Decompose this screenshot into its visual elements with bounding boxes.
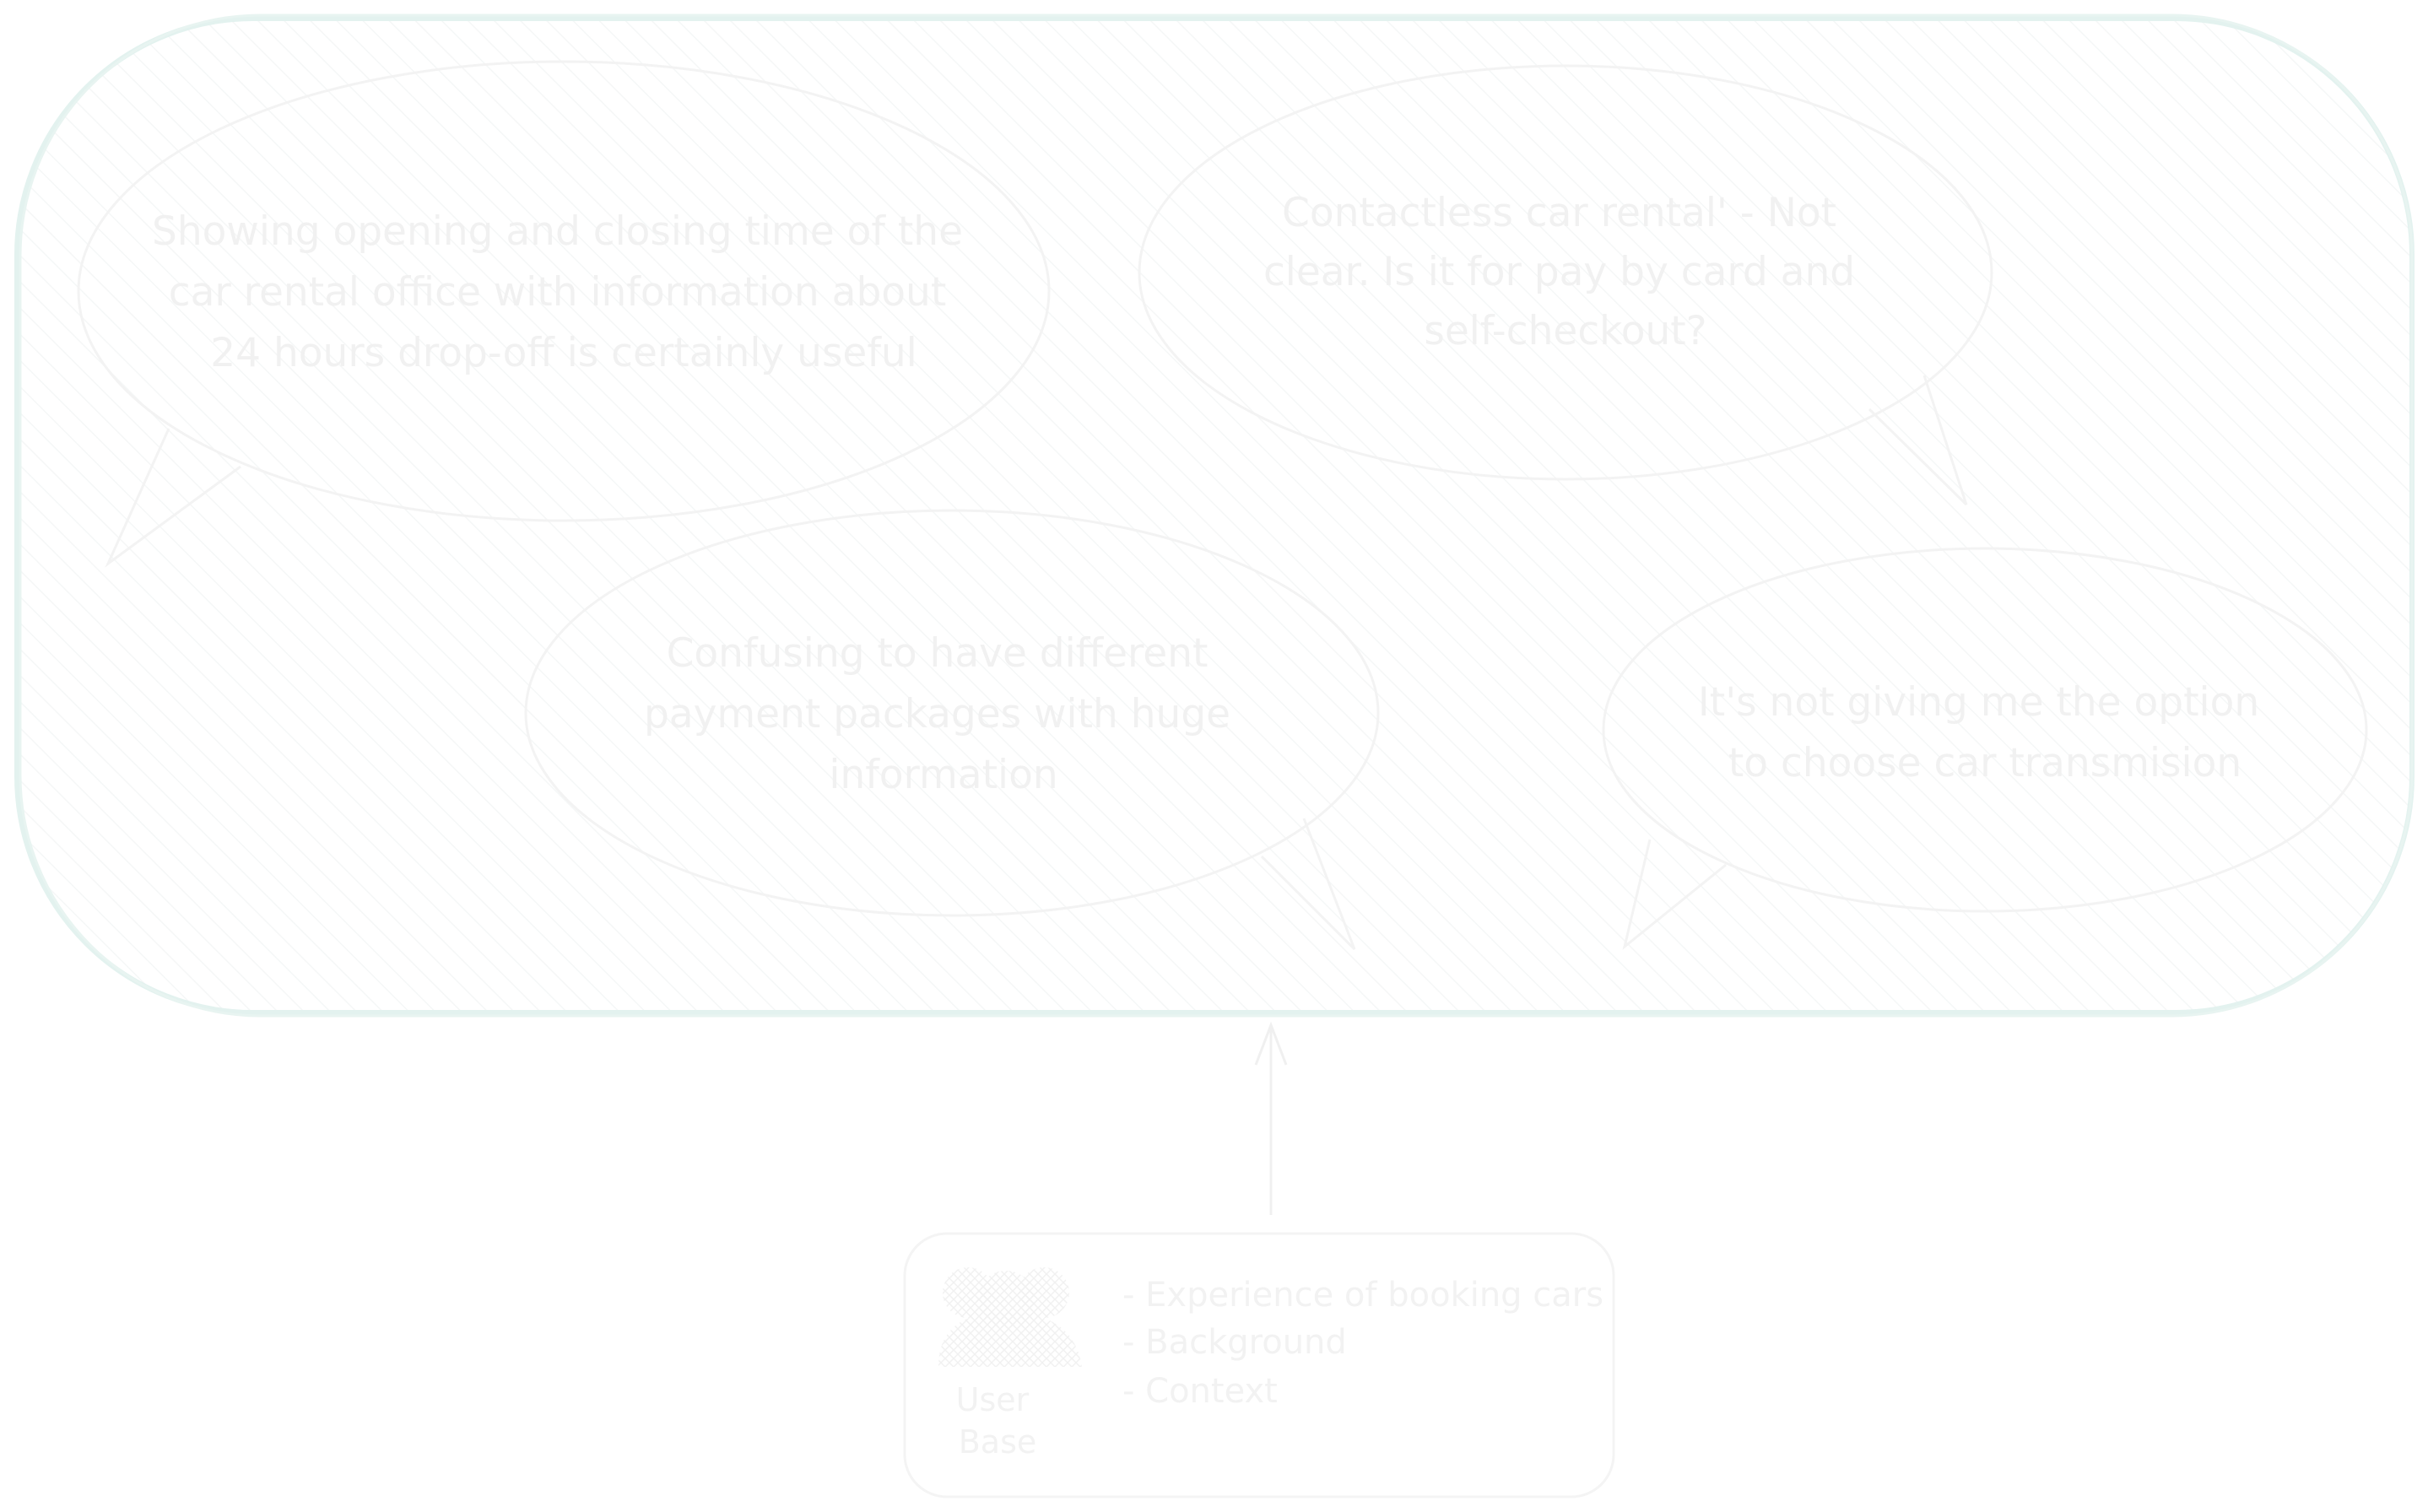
feedback-frame xyxy=(14,14,2414,1018)
user-base-label: User Base xyxy=(956,1381,1040,1461)
feedback-bubble-2: Contactless car rental' - Not clear. Is … xyxy=(1138,64,1993,506)
arrow-up-icon xyxy=(1254,1021,1288,1215)
users-icon xyxy=(938,1267,1082,1367)
user-base-bullets: - Experience of booking cars - Backgroun… xyxy=(1122,1276,1614,1411)
feedback-text-1: Showing opening and closing time of the … xyxy=(152,208,976,376)
feedback-text-4: It's not giving me the option to choose … xyxy=(1698,679,2272,786)
feedback-bubble-3: Confusing to have different payment pack… xyxy=(524,509,1380,951)
feedback-text-3: Confusing to have different payment pack… xyxy=(644,630,1243,798)
feedback-bubble-4: It's not giving me the option to choose … xyxy=(1602,547,2368,950)
feedback-bubble-1: Showing opening and closing time of the … xyxy=(77,60,1051,568)
feedback-text-2: Contactless car rental' - Not clear. Is … xyxy=(1263,190,1868,354)
user-base-card: User Base - Experience of booking cars -… xyxy=(903,1232,1615,1498)
